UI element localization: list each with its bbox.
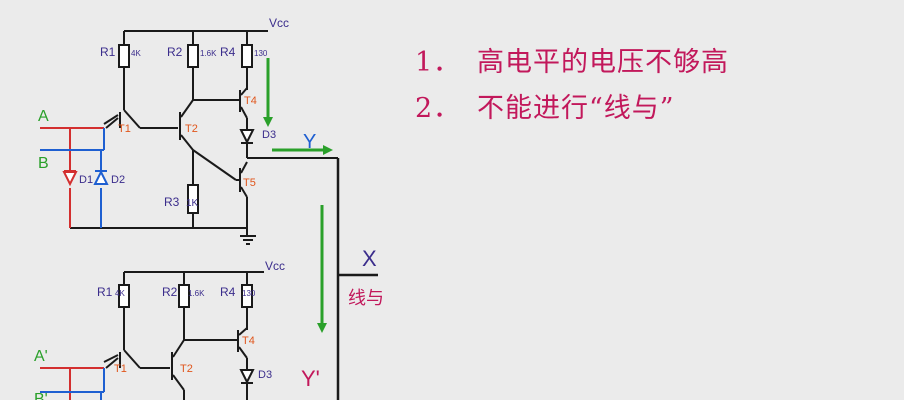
t2-label: T2 — [185, 123, 198, 135]
d1-label: D1 — [79, 174, 93, 186]
r4-value-2: 130 — [242, 289, 256, 298]
input-b-label: B — [38, 155, 49, 172]
bottom-labels: Vcc R1 4K R2 1.6K R4 130 T1 T2 T4 D3 A' … — [34, 259, 320, 400]
junction-labels: X 线与 — [348, 246, 384, 309]
r2-label: R2 — [167, 45, 183, 59]
vcc-label-2: Vcc — [265, 259, 285, 273]
wired-and-caption: 线与 — [348, 288, 384, 309]
bottom-gate — [103, 271, 264, 400]
t4-label-2: T4 — [242, 335, 255, 347]
note-1: 1． 高电平的电压不够高 — [415, 40, 729, 79]
input-b-prime-label: B' — [34, 391, 48, 400]
input-a-label: A — [38, 108, 49, 125]
r2-value-2: 1.6K — [188, 289, 205, 298]
t1-label: T1 — [118, 123, 131, 135]
wired-and-bus — [336, 158, 378, 400]
note-2-text: 不能进行“线与” — [477, 93, 675, 124]
r1-label-2: R1 — [97, 285, 113, 299]
r3-value: 1K — [186, 198, 199, 209]
note-2: 2． 不能进行“线与” — [415, 86, 675, 125]
r2-label-2: R2 — [162, 285, 178, 299]
t2-label-2: T2 — [180, 363, 193, 375]
output-y-prime-label: Y' — [301, 366, 320, 391]
r4-label-2: R4 — [220, 285, 236, 299]
r4-label: R4 — [220, 45, 236, 59]
r1-label: R1 — [100, 45, 116, 59]
d3-label: D3 — [262, 129, 276, 141]
top-gate — [70, 30, 338, 245]
bottom-input-wires — [40, 367, 105, 400]
d3-label-2: D3 — [258, 369, 272, 381]
note-1-number: 1． — [415, 47, 462, 78]
input-a-prime-label: A' — [34, 348, 48, 365]
output-y-label: Y — [303, 131, 316, 153]
r4-value: 130 — [254, 49, 268, 58]
x-label: X — [362, 246, 377, 271]
top-labels: Vcc R1 4K R2 1.6K R4 130 R3 1K T1 T2 T4 … — [38, 16, 316, 209]
note-1-text: 高电平的电压不够高 — [477, 47, 729, 78]
t1-label-2: T1 — [114, 363, 127, 375]
top-input-wires — [40, 127, 109, 228]
note-2-number: 2． — [415, 93, 462, 124]
t5-label: T5 — [243, 177, 256, 189]
r1-value: 4K — [131, 49, 141, 58]
t4-label: T4 — [244, 95, 257, 107]
r3-label: R3 — [164, 195, 180, 209]
vcc-label: Vcc — [269, 16, 289, 30]
current-arrows — [263, 58, 333, 333]
d2-label: D2 — [111, 174, 125, 186]
r1-value-2: 4K — [115, 289, 125, 298]
r2-value: 1.6K — [200, 49, 217, 58]
